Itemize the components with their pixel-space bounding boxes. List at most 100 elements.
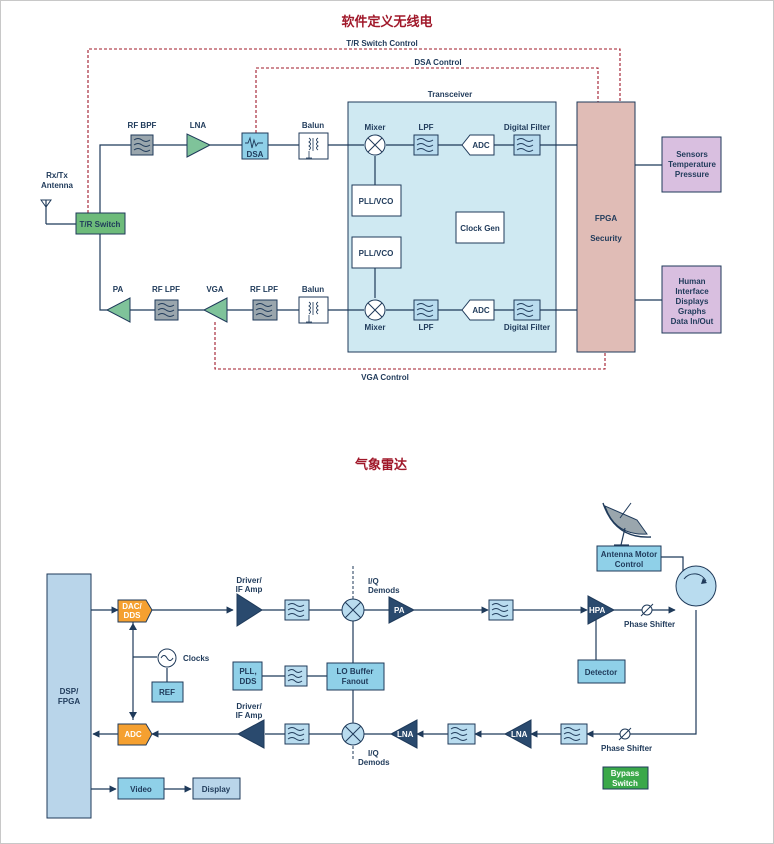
radar-lna-2-label: LNA: [511, 730, 528, 739]
bypass-switch-label-2: Switch: [612, 779, 638, 788]
clock-gen-label: Clock Gen: [460, 224, 500, 233]
mixer-bottom-icon: [364, 299, 386, 321]
bypass-switch-label-1: Bypass: [611, 769, 640, 778]
iq-demods-top-label-2: Demods: [368, 586, 400, 595]
dsa-block: [241, 132, 269, 160]
phase-shifter-top-label: Phase Shifter: [624, 620, 675, 629]
clock-gen-block: [455, 211, 505, 244]
vga-amplifier: [202, 297, 228, 323]
lpf-top-filter: [413, 134, 439, 156]
transceiver-label: Transceiver: [428, 90, 472, 99]
driver-if-amp-bottom: [236, 719, 265, 749]
vga-control-label: VGA Control: [361, 373, 409, 382]
radar-lna-2-amplifier: [503, 719, 532, 749]
video-label: Video: [130, 785, 152, 794]
antenna-motor-control-block: [596, 545, 662, 572]
mixer-bottom-label: Mixer: [365, 323, 386, 332]
driver-if-amp-top-label-2: IF Amp: [236, 585, 263, 594]
radar-lna-1-label: LNA: [397, 730, 414, 739]
dsp-fpga-block: [46, 573, 92, 819]
rf-bpf-filter: [130, 134, 154, 156]
phase-shifter-bottom-label: Phase Shifter: [601, 744, 652, 753]
display-label: Display: [202, 785, 231, 794]
sensors-label-3: Pressure: [675, 170, 710, 179]
pa-amplifier: [105, 297, 131, 323]
dsp-fpga-label-2: FPGA: [58, 697, 80, 706]
antenna-label-1: Rx/Tx: [46, 171, 68, 180]
lna-amplifier: [186, 133, 212, 158]
lo-buffer-label-1: LO Buffer: [337, 667, 374, 676]
hmi-label-4: Graphs: [678, 307, 707, 316]
antenna-label-2: Antenna: [41, 181, 74, 190]
fpga-block: [576, 101, 636, 353]
dsa-control-label: DSA Control: [414, 58, 461, 67]
radar-lna-1-amplifier: [389, 719, 418, 749]
antenna-motor-label-2: Control: [615, 560, 643, 569]
rf-bpf-label: RF BPF: [128, 121, 157, 130]
hmi-label-5: Data In/Out: [671, 317, 714, 326]
rx-path-wires: [99, 144, 577, 213]
balun-top-icon: [298, 132, 329, 160]
lna-label: LNA: [190, 121, 207, 130]
bypass-switch-block: [602, 766, 649, 790]
radar-pa-amplifier: [388, 596, 416, 624]
ref-block: [151, 681, 184, 703]
filter-tx-2: [488, 599, 514, 621]
hpa-label: HPA: [589, 606, 606, 615]
dac-dds-block: [117, 599, 153, 623]
adc-bottom-block: [461, 299, 495, 321]
digital-filter-bottom-label: Digital Filter: [504, 323, 550, 332]
filter-lo: [284, 665, 308, 687]
mixer-top-icon: [364, 134, 386, 156]
tr-switch-control-label: T/R Switch Control: [346, 39, 418, 48]
dsa-label: DSA: [247, 150, 264, 159]
clock-bus-arrow-down: [129, 712, 137, 719]
adc-top-label: ADC: [472, 141, 490, 150]
dish-antenna-icon: [602, 502, 652, 546]
hmi-label-2: Interface: [675, 287, 709, 296]
sensors-block: [661, 136, 722, 193]
filter-tx-1: [284, 599, 310, 621]
phase-shifter-bottom-icon: [618, 727, 632, 741]
driver-if-amp-bottom-label-2: IF Amp: [236, 711, 263, 720]
balun-top-label: Balun: [302, 121, 324, 130]
balun-bottom-label: Balun: [302, 285, 324, 294]
tr-switch-control-loop: T/R Switch Control: [87, 39, 621, 213]
filter-rx-2: [447, 723, 476, 745]
pll-vco-top-label: PLL/VCO: [359, 197, 394, 206]
antenna-icon: [40, 199, 76, 225]
lo-buffer-label-2: Fanout: [342, 677, 369, 686]
pll-dds-label-2: DDS: [240, 677, 258, 686]
digital-filter-top-label: Digital Filter: [504, 123, 550, 132]
detector-block: [577, 659, 626, 684]
dsa-control-loop: DSA Control: [255, 58, 599, 133]
driver-if-amp-top: [236, 593, 263, 627]
dsp-fpga-label-1: DSP/: [60, 687, 79, 696]
adc-block: [117, 723, 153, 746]
tr-switch-label: T/R Switch: [80, 220, 121, 229]
driver-if-amp-top-label-1: Driver/: [236, 576, 262, 585]
hmi-block: [661, 265, 722, 334]
video-block: [117, 777, 165, 800]
hmi-label-3: Displays: [676, 297, 709, 306]
lpf-bottom-label: LPF: [418, 323, 433, 332]
vga-label: VGA: [206, 285, 224, 294]
phase-shifter-top-icon: [640, 603, 654, 617]
rf-lpf-2-filter: [252, 299, 278, 321]
filter-rx-3: [560, 723, 588, 745]
rf-lpf-2-label: RF LPF: [250, 285, 278, 294]
adc-top-block: [461, 134, 495, 156]
filter-rx-1: [284, 723, 310, 745]
radar-pa-label: PA: [394, 606, 405, 615]
iq-demods-top-label-1: I/Q: [368, 577, 379, 586]
antenna-motor-label-1: Antenna Motor: [601, 550, 657, 559]
rf-lpf-1-filter: [154, 299, 179, 321]
pll-vco-bottom-block: [351, 236, 402, 269]
rf-lpf-1-label: RF LPF: [152, 285, 180, 294]
adc-label: ADC: [124, 730, 142, 739]
security-label: Security: [590, 234, 622, 243]
mixer-top-label: Mixer: [365, 123, 386, 132]
radar-title: 气象雷达: [355, 457, 407, 473]
detector-label: Detector: [585, 668, 617, 677]
